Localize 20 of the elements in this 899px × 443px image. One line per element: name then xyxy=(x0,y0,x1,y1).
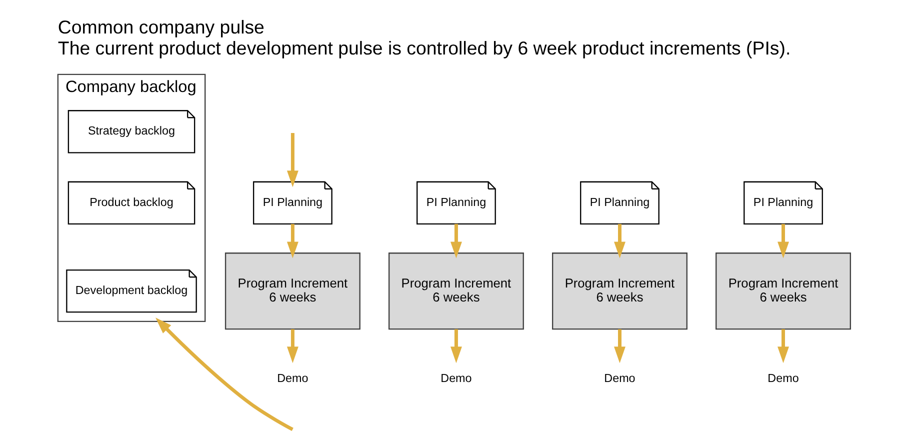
node-text: Demo xyxy=(440,372,472,385)
node-box: Program Increment 6 weeks xyxy=(388,252,524,330)
diagram-title: Common company pulse xyxy=(58,16,264,37)
arrow xyxy=(286,223,298,258)
node-box: Program Increment 6 weeks xyxy=(552,252,688,330)
node-box: Program Increment 6 weeks xyxy=(224,252,360,330)
arrow xyxy=(450,223,462,258)
caption: The current product development pulse is controlled by 6 week product increments (PIs). xyxy=(58,36,791,58)
node-text: Demo xyxy=(768,372,799,385)
node-text: Demo xyxy=(604,372,636,385)
arrow xyxy=(286,328,298,363)
node-box: Program Increment 6 weeks xyxy=(716,252,851,330)
arrow xyxy=(614,328,626,363)
arrow xyxy=(450,328,462,363)
arrow xyxy=(614,223,626,258)
arrow xyxy=(778,328,789,363)
arrow xyxy=(286,132,298,187)
arrow xyxy=(156,317,294,430)
node-text: Demo xyxy=(277,372,308,385)
arrow xyxy=(778,223,789,258)
